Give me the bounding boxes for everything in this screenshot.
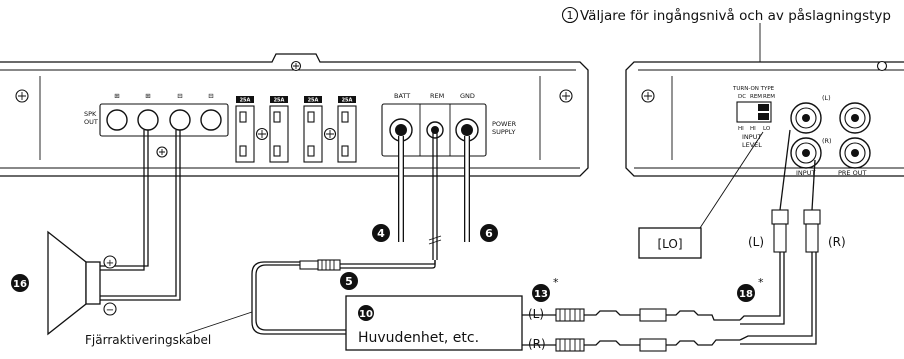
remote-cable xyxy=(255,264,346,331)
speaker: + − xyxy=(47,130,181,336)
fuse-1: 25A xyxy=(235,96,255,163)
callout-16-text: 16 xyxy=(13,279,27,290)
fuse-4: 25A xyxy=(337,96,357,163)
amp-rca-l-label: (L) xyxy=(748,235,764,249)
speaker-wires xyxy=(100,130,181,301)
selector-title: 1 Väljare för ingångsnivå och av påslagn… xyxy=(561,6,891,24)
speaker-terminal-4 xyxy=(200,109,222,131)
speaker-cone xyxy=(47,230,87,336)
callout-10 xyxy=(358,305,374,321)
terminal-sign-1: ⊞ xyxy=(114,92,119,100)
input-level-label-2: LEVEL xyxy=(742,141,762,149)
callout-18-asterisk: * xyxy=(758,276,764,289)
head-unit: 10 Huvudenhet, etc. xyxy=(345,295,523,351)
title-number: 1 xyxy=(567,9,574,22)
switch-top-rem2: REM xyxy=(763,94,775,100)
power-supply-label-1: POWER xyxy=(492,120,517,128)
power-supply-label-2: SUPPLY xyxy=(492,128,515,136)
spk-label-2: OUT xyxy=(84,118,98,126)
rca-cables: (L) (R) xyxy=(522,252,817,352)
amplifier-right: TURN-ON TYPE DC REM REM HI HI LO INPUT L… xyxy=(625,60,904,177)
terminal-sign-3: ⊟ xyxy=(177,92,182,100)
callout-18 xyxy=(737,284,755,302)
fuse-2: 25A xyxy=(269,96,289,163)
callout-18-text: 18 xyxy=(739,289,753,300)
power-cables xyxy=(398,130,470,260)
lo-leader xyxy=(699,131,764,229)
callout-13-text: 13 xyxy=(534,289,548,300)
callout-13 xyxy=(532,284,550,302)
spk-label-1: SPK xyxy=(84,110,97,118)
amp-rca-plug-r xyxy=(803,209,821,225)
remote-connector-female xyxy=(317,259,341,271)
amp-rca-r-label: (R) xyxy=(828,235,846,249)
input-label: INPUT xyxy=(796,169,815,177)
callout-16 xyxy=(11,274,29,292)
speaker-terminal-1 xyxy=(106,109,128,131)
speaker-terminal-3 xyxy=(169,109,191,131)
fuse-2-label: 25A xyxy=(274,98,285,104)
remote-connector-male xyxy=(299,260,319,270)
rca-l-label: (L) xyxy=(528,307,544,321)
switch-bottom-hi2: HI xyxy=(750,126,756,132)
speaker-magnet xyxy=(85,261,101,305)
lo-text: [LO] xyxy=(657,237,682,251)
switch-top-dc: DC xyxy=(738,94,746,100)
title-number-circle xyxy=(561,6,579,24)
bottom-screw-cross xyxy=(159,149,165,155)
turn-on-type-label: TURN-ON TYPE xyxy=(732,86,775,92)
callout-4 xyxy=(372,224,390,242)
callout-5-text: 5 xyxy=(345,275,353,288)
fuse-1-label: 25A xyxy=(240,98,251,104)
lo-box xyxy=(638,227,702,259)
rca-r-label: (R) xyxy=(528,337,546,351)
minus-sign-circle xyxy=(103,302,117,316)
terminal-sign-4: ⊟ xyxy=(208,92,213,100)
remote-cable-leader xyxy=(185,311,253,335)
switch-top-rem1: REM xyxy=(750,94,762,100)
fuse-4-label: 25A xyxy=(342,98,353,104)
fuse-3: 25A xyxy=(303,96,323,163)
jack-r-label: (R) xyxy=(822,137,832,145)
amp-rca-plug-l xyxy=(771,209,789,225)
amplifier-left: SPK OUT ⊞ ⊞ ⊟ ⊟ 25A 25A 25A xyxy=(0,53,589,177)
plus-sign: + xyxy=(106,258,114,269)
head-unit-label: Huvudenhet, etc. xyxy=(358,330,479,346)
callout-13-asterisk: * xyxy=(553,276,559,289)
plus-sign-circle xyxy=(103,255,117,269)
callout-4-text: 4 xyxy=(377,227,385,240)
speaker-terminal-2 xyxy=(137,109,159,131)
callout-5 xyxy=(340,272,358,290)
terminal-sign-2: ⊞ xyxy=(145,92,150,100)
right-screw-cross xyxy=(562,92,570,100)
head-unit-box xyxy=(345,295,523,351)
rca-plug-l-2 xyxy=(639,308,667,322)
callout-6-text: 6 xyxy=(485,227,493,240)
gnd-label: GND xyxy=(460,92,475,100)
input-level-label-1: INPUT xyxy=(742,133,761,141)
switch-bottom-hi1: HI xyxy=(738,126,744,132)
pre-out-label: PRE OUT xyxy=(838,169,866,177)
remote-cable-run xyxy=(251,259,436,335)
right-amp-top-screw-icon xyxy=(876,60,888,72)
rca-plug-r-2 xyxy=(639,338,667,352)
jack-l-label: (L) xyxy=(822,94,831,102)
callout-6 xyxy=(480,224,498,242)
rem-label: REM xyxy=(430,92,444,100)
rca-amp-plugs: (L) (R) xyxy=(748,129,846,253)
switch-bottom-lo: LO xyxy=(763,126,771,132)
left-screw-cross xyxy=(18,92,26,100)
title-text: Väljare för ingångsnivå och av påslagnin… xyxy=(580,7,891,24)
fuse-3-label: 25A xyxy=(308,98,319,104)
callout-10-text: 10 xyxy=(359,309,373,320)
batt-label: BATT xyxy=(394,92,410,100)
speaker-terminal-block xyxy=(99,103,229,137)
top-screw-cross xyxy=(293,63,299,69)
minus-sign: − xyxy=(106,305,114,316)
remote-cable-label: Fjärraktiveringskabel xyxy=(85,333,211,347)
